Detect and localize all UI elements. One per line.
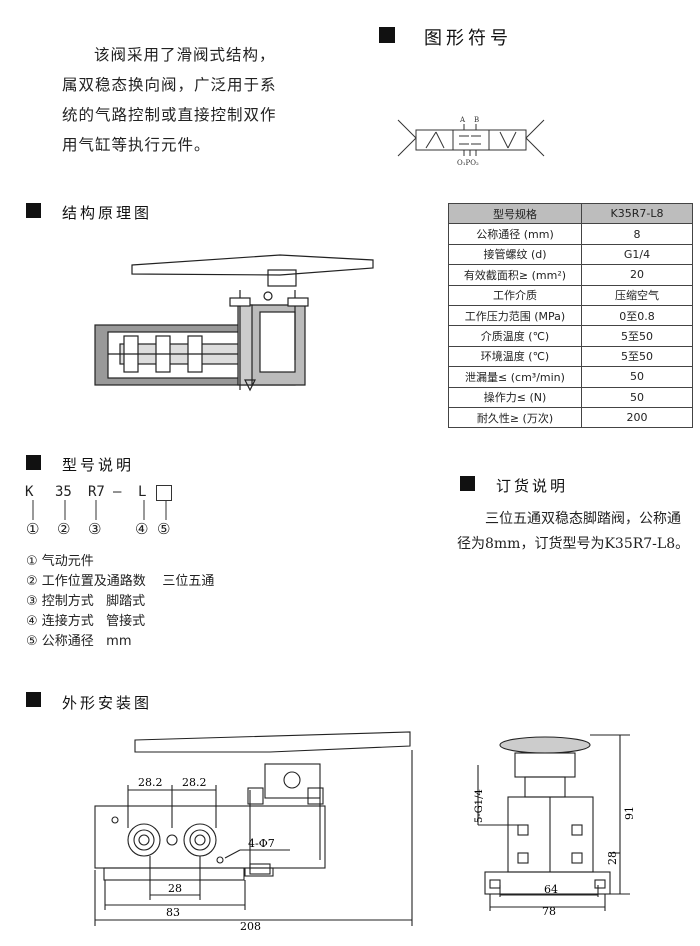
model-code-dash: — (113, 484, 122, 500)
spec-row: 泄漏量≤ (cm³/min)50 (448, 366, 693, 388)
spec-row: 工作压力范围 (MPa)0至0.8 (448, 304, 693, 327)
intro-line: 统的气路控制或直接控制双作 (62, 106, 277, 124)
spec-value: 50 (581, 386, 693, 408)
spec-value: 0至0.8 (581, 304, 693, 327)
model-circle-5: ⑤ (157, 520, 171, 538)
spec-row: 介质温度 (℃)5至50 (448, 325, 693, 347)
dim-28-2-left: 28.2 (138, 776, 163, 789)
model-circle-4: ④ (135, 520, 149, 538)
order-text: 三位五通双稳态脚踏阀，公称通 径为8mm，订货型号为K35R7-L8。 (457, 507, 697, 557)
spec-key: 接管螺纹 (d) (448, 243, 582, 266)
section-marker (26, 692, 41, 707)
dim-28-side: 28 (606, 851, 619, 865)
section-title-dimensions: 外形安装图 (62, 694, 153, 712)
spec-key: 耐久性≥ (万次) (448, 406, 582, 429)
model-code-l: L (138, 484, 147, 500)
dim-28: 28 (168, 882, 182, 895)
spec-value: G1/4 (581, 243, 693, 266)
spec-row: 耐久性≥ (万次)200 (448, 406, 693, 429)
dim-28-2-right: 28.2 (182, 776, 207, 789)
spec-header-row: 型号规格 K35R7-L8 (448, 202, 693, 225)
spec-row: 操作力≤ (N)50 (448, 386, 693, 408)
dim-83: 83 (166, 906, 180, 919)
spec-row: 工作介质压缩空气 (448, 284, 693, 306)
spec-value: 200 (581, 406, 693, 429)
spec-row: 公称通径 (mm)8 (448, 223, 693, 245)
spec-key: 有效截面积≥ (mm²) (448, 264, 582, 286)
model-code-k: K (25, 484, 34, 500)
spec-value: 50 (581, 366, 693, 388)
model-circle-1: ① (26, 520, 40, 538)
section-title-order: 订货说明 (496, 477, 569, 495)
order-line: 三位五通双稳态脚踏阀，公称通 (485, 511, 681, 527)
section-title-structure: 结构原理图 (62, 204, 153, 222)
spec-key: 公称通径 (mm) (448, 223, 582, 245)
intro-line: 用气缸等执行元件。 (62, 136, 211, 154)
valve-symbol-diagram: A B O₁PO₂ (397, 116, 545, 167)
spec-key: 环境温度 (℃) (448, 345, 582, 368)
spec-header-cell: K35R7-L8 (581, 202, 693, 225)
dim-91: 91 (623, 806, 636, 820)
spec-row: 接管螺纹 (d)G1/4 (448, 243, 693, 266)
spec-value: 5至50 (581, 345, 693, 368)
model-circle-3: ③ (88, 520, 102, 538)
model-legend: ① 气动元件 ② 工作位置及通路数 三位五通 ③ 控制方式 脚踏式 ④ 连接方式… (26, 552, 214, 652)
model-code-r7: R7 (88, 484, 105, 500)
order-line: 径为8mm，订货型号为K35R7-L8。 (457, 536, 690, 552)
section-marker (460, 476, 475, 491)
model-code-leaders (32, 500, 167, 520)
legend-item: ③ 控制方式 脚踏式 (26, 594, 146, 609)
spec-key: 工作压力范围 (MPa) (448, 304, 582, 327)
section-title-symbol: 图形符号 (424, 28, 512, 49)
dim-hole: 4-Φ7 (248, 837, 275, 850)
legend-item: ② 工作位置及通路数 三位五通 (26, 574, 215, 589)
spec-row: 有效截面积≥ (mm²)20 (448, 264, 693, 286)
spec-key: 工作介质 (448, 284, 582, 306)
spec-value: 20 (581, 264, 693, 286)
intro-line: 该阀采用了滑阀式结构， (94, 46, 276, 64)
spec-key: 介质温度 (℃) (448, 325, 582, 347)
port-b-label: B (474, 116, 479, 124)
model-circle-2: ② (57, 520, 71, 538)
legend-item: ① 气动元件 (26, 554, 94, 569)
spec-key: 操作力≤ (N) (448, 386, 582, 408)
model-code-35: 35 (55, 484, 72, 500)
spec-value: 压缩空气 (581, 284, 693, 306)
spec-key: 泄漏量≤ (cm³/min) (448, 366, 582, 388)
section-marker (379, 27, 395, 43)
dim-thread: 5-G1/4 (474, 789, 485, 823)
intro-line: 属双稳态换向阀，广泛用于系 (62, 76, 277, 94)
section-title-model: 型号说明 (62, 456, 135, 474)
dim-208: 208 (240, 920, 261, 933)
side-dimension-drawing: 64 78 91 28 5-G1/4 (474, 734, 636, 915)
legend-item: ⑤ 公称通径 mm (26, 634, 132, 649)
section-marker (26, 455, 41, 470)
model-code-box (156, 485, 172, 501)
spec-header-cell: 型号规格 (448, 202, 582, 225)
legend-item: ④ 连接方式 管接式 (26, 614, 146, 629)
port-a-label: A (459, 116, 466, 124)
spec-row: 环境温度 (℃)5至50 (448, 345, 693, 368)
section-marker (26, 203, 41, 218)
front-dimension-drawing: 28.2 28.2 4-Φ7 28 83 208 (94, 731, 413, 933)
structure-diagram (94, 254, 374, 392)
dim-78: 78 (542, 905, 556, 915)
ports-label: O₁PO₂ (457, 159, 479, 167)
dim-64: 64 (544, 883, 558, 896)
spec-table: 型号规格 K35R7-L8 公称通径 (mm)8 接管螺纹 (d)G1/4 有效… (448, 202, 693, 429)
intro-paragraph: 该阀采用了滑阀式结构， 属双稳态换向阀，广泛用于系 统的气路控制或直接控制双作 … (62, 40, 312, 160)
spec-value: 5至50 (581, 325, 693, 347)
spec-value: 8 (581, 223, 693, 245)
